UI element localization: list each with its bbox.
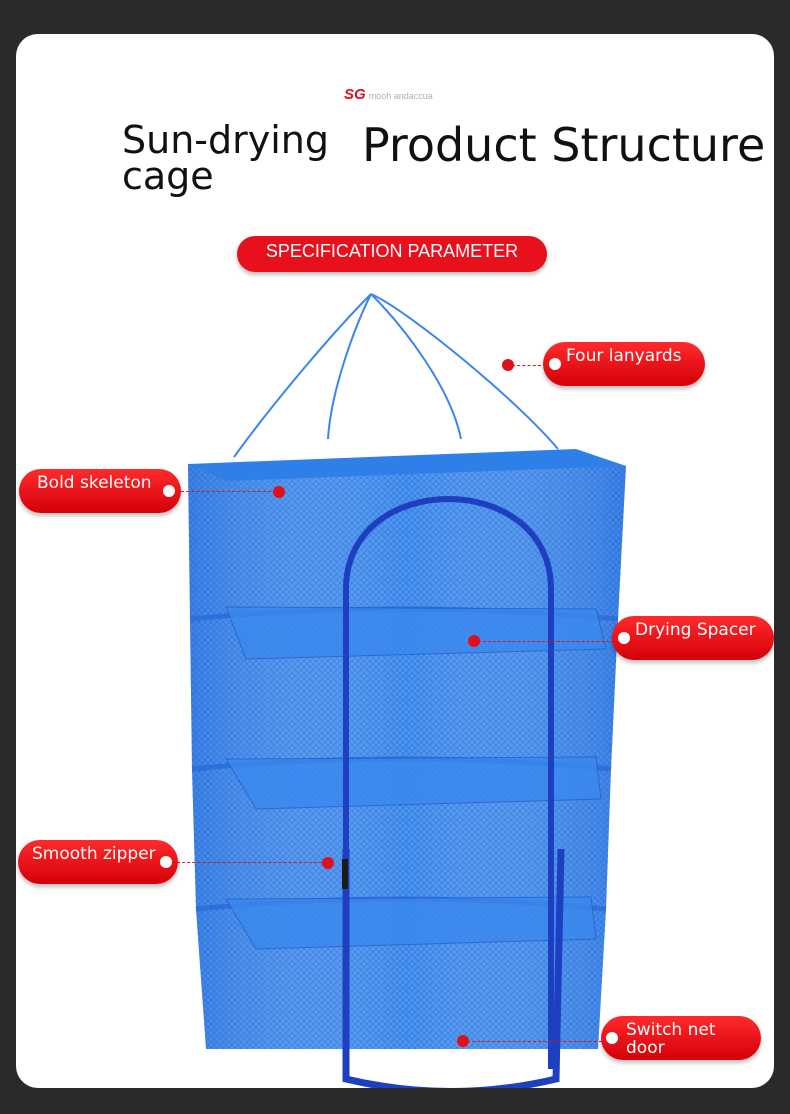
spec-parameter-badge: SPECIFICATION PARAMETER xyxy=(237,236,547,272)
zipper-leader xyxy=(172,862,322,863)
callout-label: Drying Spacer xyxy=(635,620,756,640)
brand-text: mooh andaccua xyxy=(368,91,433,101)
lanyards-marker xyxy=(502,359,514,371)
callout-node xyxy=(160,856,172,868)
skeleton-leader xyxy=(176,491,276,492)
product-name: Sun-drying cage xyxy=(122,118,329,199)
callout-node xyxy=(549,358,561,370)
callout-node xyxy=(606,1032,618,1044)
callout-label: Smooth zipper xyxy=(32,844,156,864)
brand-mark: SG xyxy=(344,86,366,103)
callout-label: Bold skeleton xyxy=(37,473,152,493)
zipper-marker xyxy=(322,857,334,869)
callout-label: Switch net door xyxy=(626,1020,716,1058)
callout-label: Four lanyards xyxy=(566,346,682,366)
callout-node xyxy=(163,485,175,497)
spacer-marker xyxy=(468,635,480,647)
callout-node xyxy=(618,632,630,644)
callout-drying-spacer: Drying Spacer xyxy=(612,616,774,660)
lanyards-leader xyxy=(512,365,546,366)
door-outline xyxy=(343,496,554,1069)
callout-switch-net-door: Switch net door xyxy=(601,1016,761,1060)
callout-bold-skeleton: Bold skeleton xyxy=(19,469,181,513)
callout-smooth-zipper: Smooth zipper xyxy=(18,840,178,884)
skeleton-marker xyxy=(273,486,285,498)
lanyards xyxy=(233,293,559,458)
drying-net-cage-illustration xyxy=(188,293,626,1088)
door-leader xyxy=(467,1041,602,1042)
door-marker xyxy=(457,1035,469,1047)
callout-four-lanyards: Four lanyards xyxy=(543,342,705,386)
spacer-leader xyxy=(478,641,614,642)
page-title: Product Structure xyxy=(362,118,766,172)
